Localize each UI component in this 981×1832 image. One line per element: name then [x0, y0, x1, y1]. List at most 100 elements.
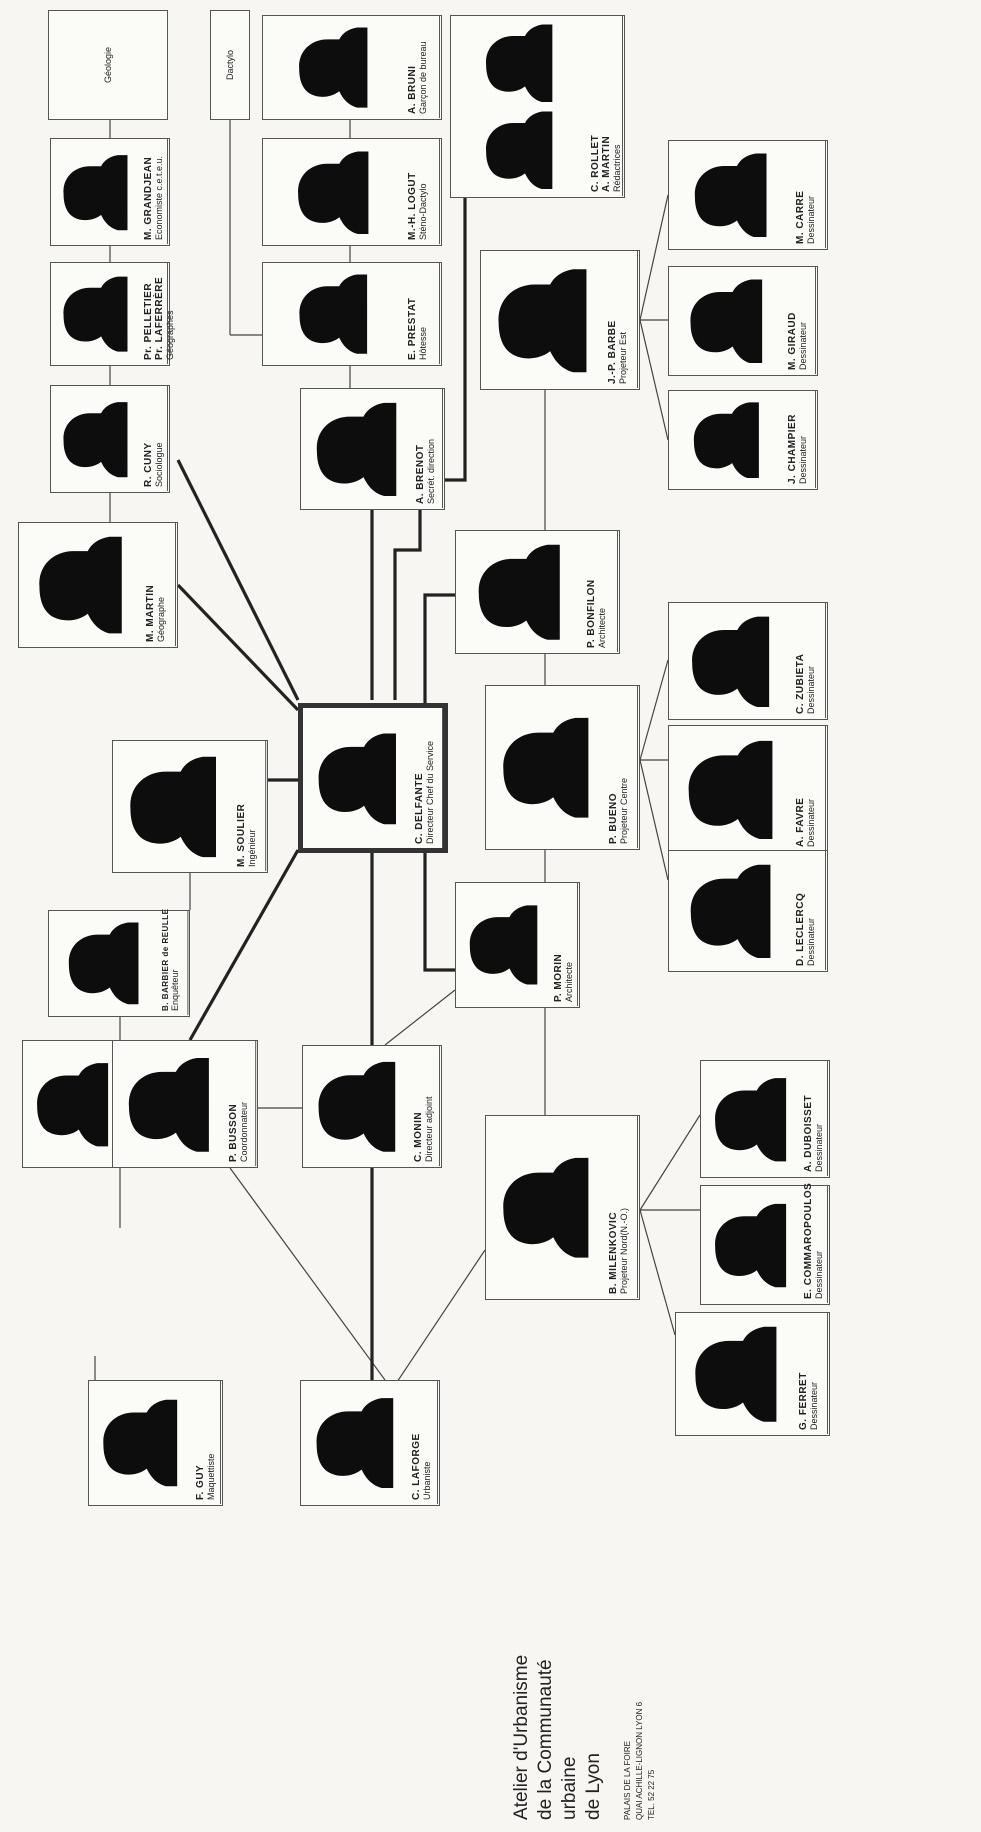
person-role: Dessinateur	[806, 607, 816, 714]
person-role: Dessinateur	[809, 1317, 819, 1430]
person-card-carre: M. CARREDessinateur	[668, 140, 828, 250]
person-name: C. DELFANTE	[414, 712, 425, 844]
person-name-secondary: A. MARTIN	[601, 20, 612, 192]
person-card-logut: M.-H. LOGUTSténo-Dactylo	[262, 138, 442, 246]
silhouette-icon	[310, 401, 405, 496]
person-name: M. GIRAUD	[787, 271, 798, 370]
portrait-photo	[263, 139, 406, 244]
portrait-photo	[51, 263, 142, 364]
silhouette-icon	[709, 1073, 794, 1165]
person-role: Géographes	[165, 267, 175, 360]
person-role: Maquettiste	[206, 1385, 216, 1500]
unit-box-dactylo: Dactylo	[210, 10, 250, 120]
portrait-photo	[113, 1041, 227, 1166]
caption: D. LECLERCQDessinateur	[794, 851, 826, 970]
caption: M.-H. LOGUTSténo-Dactylo	[406, 139, 440, 244]
person-card-prestat: E. PRESTATHôtesse	[262, 262, 442, 366]
person-name: B. BARBIER de REULLE	[161, 915, 170, 1011]
caption: Pr. PELLETIERPr. LAFERRÈREGéographes	[142, 263, 168, 364]
caption: P. BUENOProjeteur Centre	[607, 686, 638, 848]
person-name: M. GRANDJEAN	[143, 143, 154, 240]
silhouette-icon	[123, 754, 225, 858]
person-role: Architecte	[564, 887, 574, 1002]
person-card-redactrices: C. ROLLETA. MARTINRédactrices	[450, 15, 625, 198]
person-role: Secrét. direction	[426, 393, 436, 504]
person-role: Dessinateur	[814, 1190, 824, 1299]
person-role: Garçon de bureau	[418, 20, 428, 114]
person-card-ferret: G. FERRETDessinateur	[675, 1312, 830, 1436]
silhouette-icon	[464, 895, 545, 993]
caption: C. LAFORGEUrbaniste	[410, 1381, 438, 1504]
portrait-photo	[451, 16, 589, 196]
silhouette-icon	[466, 543, 574, 640]
portrait-photo	[113, 741, 235, 871]
portrait-photo	[669, 851, 794, 970]
caption: M. CARREDessinateur	[794, 141, 826, 248]
person-card-bonfilon: P. BONFILONArchitecte	[455, 530, 620, 654]
person-name: E. PRESTAT	[407, 267, 418, 360]
org-address: PALAIS DE LA FOIRE QUAI ACHILLE-LIGNON L…	[622, 1620, 658, 1820]
person-name: A. BRENOT	[415, 393, 426, 504]
person-name: P. BUENO	[608, 690, 619, 844]
silhouette-icon	[58, 397, 134, 481]
person-role: Ingénieur	[247, 745, 257, 867]
silhouette-icon	[679, 863, 784, 958]
person-role: Directeur adjoint	[424, 1050, 434, 1162]
person-name: M. SOULIER	[236, 745, 247, 867]
person-role: Dessinateur	[798, 271, 808, 370]
person-role: Hôtesse	[418, 267, 428, 360]
caption: R. CUNYSociologue	[142, 386, 168, 491]
address-line: TEL. 52 22 75	[646, 1620, 658, 1820]
unit-box-geologie: Géologie	[48, 10, 168, 120]
person-role: Projeteur Nord(N.-O.)	[619, 1120, 629, 1294]
caption: P. BUSSONCoordonnateur	[227, 1041, 256, 1166]
silhouette-icon	[709, 1198, 794, 1292]
portrait-photo	[51, 139, 142, 244]
person-name: M.-H. LOGUT	[407, 143, 418, 240]
portrait-photo	[301, 389, 414, 508]
person-role: Economiste c.e.t.e.u.	[154, 143, 164, 240]
person-card-duboisset: A. DUBOISSETDessinateur	[700, 1060, 830, 1178]
caption: C. ROLLETA. MARTINRédactrices	[589, 16, 623, 196]
person-name: P. BUSSON	[228, 1045, 239, 1162]
portrait-photo	[303, 1046, 412, 1166]
portrait-photo	[303, 708, 413, 848]
silhouette-icon	[29, 535, 134, 633]
silhouette-icon	[58, 273, 134, 354]
person-name: A. DUBOISSET	[803, 1065, 814, 1172]
person-card-champier: J. CHAMPIERDessinateur	[668, 390, 818, 490]
person-role: Enquêteur	[170, 915, 180, 1011]
person-card-bueno: P. BUENOProjeteur Centre	[485, 685, 640, 850]
silhouette-icon	[679, 615, 784, 707]
portrait-photo	[51, 386, 142, 491]
silhouette-icon	[312, 722, 404, 834]
person-role: Architecte	[597, 535, 607, 648]
person-role: Sociologue	[154, 390, 164, 487]
person-role: Projeteur Est	[618, 255, 628, 384]
portrait-photo	[669, 141, 794, 248]
silhouette-icon	[274, 26, 394, 108]
caption: C. DELFANTEDirecteur Chef du Service	[413, 708, 443, 848]
caption: M. MARTINGéographe	[144, 523, 176, 646]
silhouette-icon	[122, 1054, 218, 1154]
person-role: Rédactrices	[612, 20, 622, 192]
